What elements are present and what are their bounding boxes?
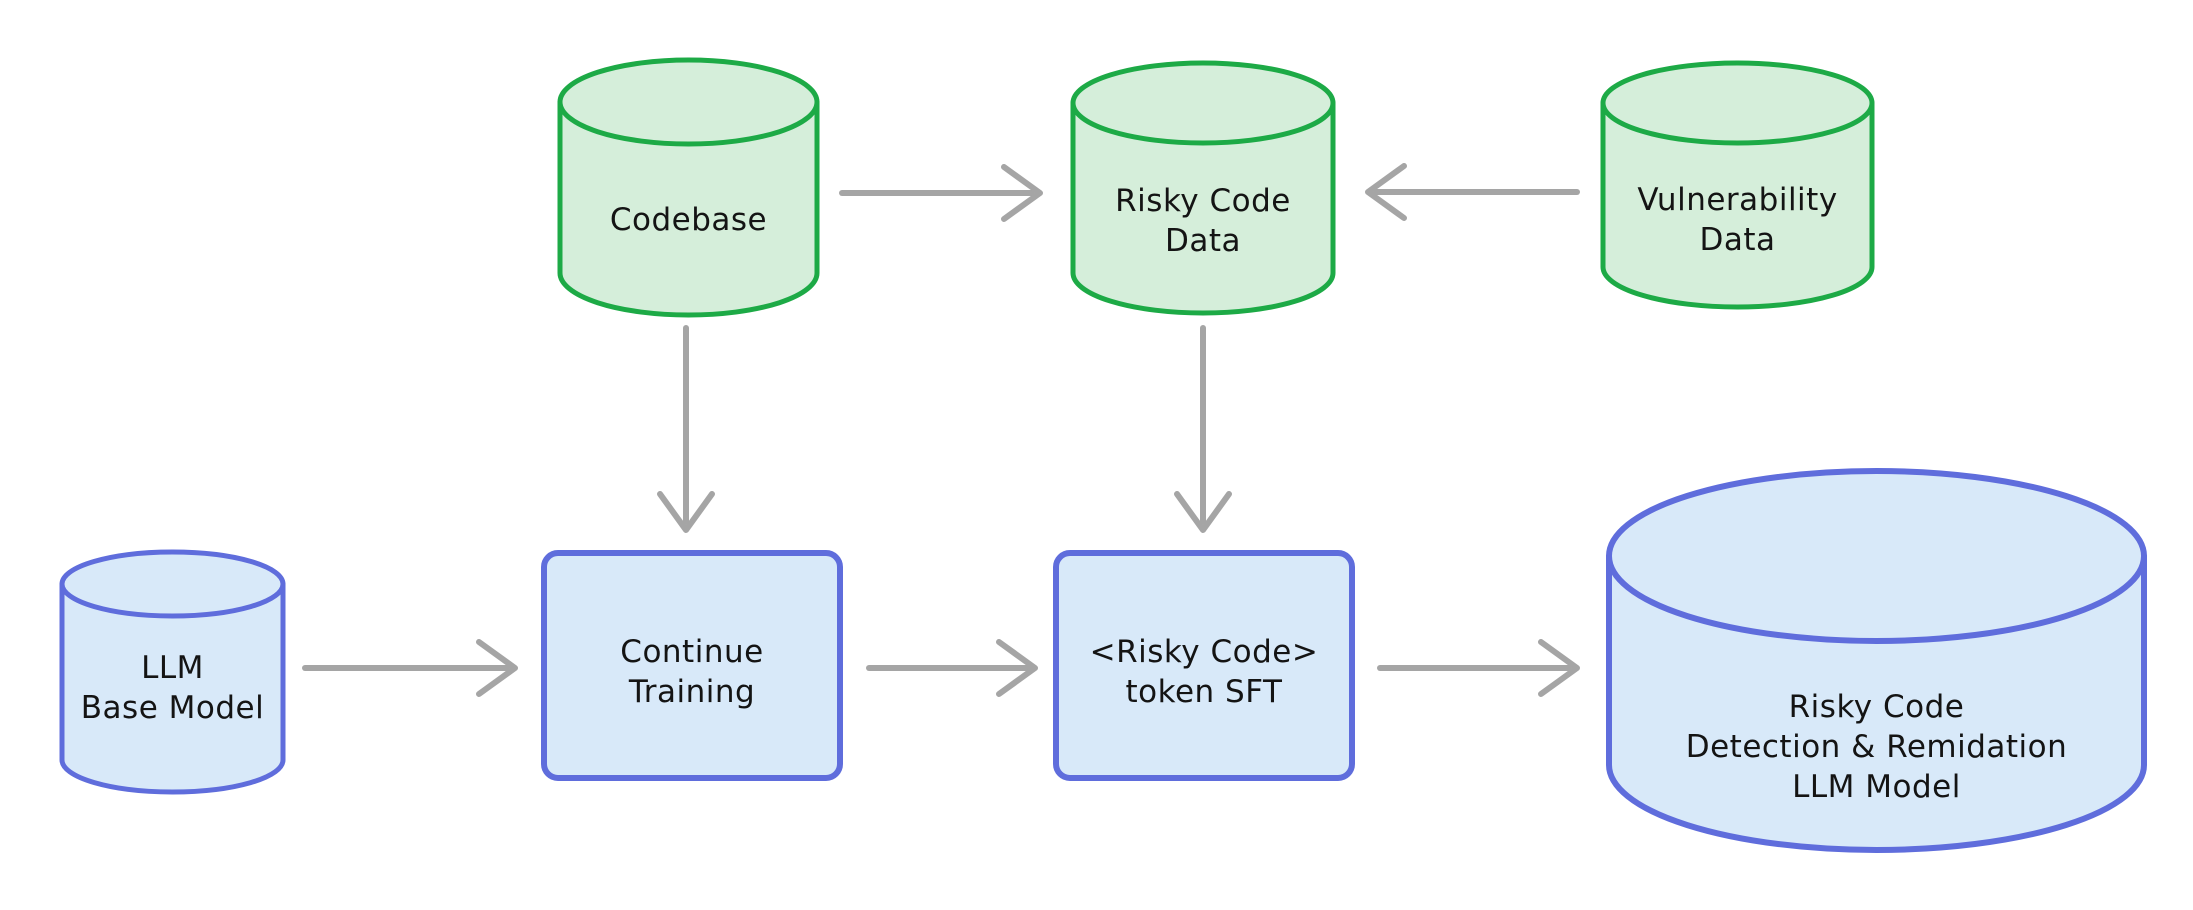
llm-base-model-cylinder (59, 549, 286, 795)
risky-code-data-cylinder-top (1070, 60, 1336, 146)
continue-training-box (541, 550, 843, 781)
arrow-codebase-to-continue-training (657, 325, 715, 533)
final-model-cylinder (1606, 468, 2147, 853)
vulnerability-data-cylinder-body (1600, 100, 1875, 310)
llm-base-model-cylinder-top (59, 549, 286, 619)
arrow-codebase-to-risky-code-data (839, 164, 1043, 222)
final-model-cylinder-top (1606, 468, 2147, 644)
risky-code-data-cylinder (1070, 60, 1336, 316)
vulnerability-data-cylinder-top (1600, 60, 1875, 146)
arrow-llm-base-model-to-continue-training (302, 639, 518, 697)
vulnerability-data-cylinder (1600, 60, 1875, 310)
codebase-cylinder (557, 57, 820, 318)
arrow-risky-code-data-to-token-sft (1174, 325, 1232, 533)
arrow-vulnerability-data-to-risky-code-data (1365, 163, 1580, 221)
codebase-cylinder-top (557, 57, 820, 147)
risky-token-sft-box (1053, 550, 1355, 781)
risky-code-data-cylinder-body (1070, 100, 1336, 316)
arrow-continue-training-to-token-sft (866, 639, 1038, 697)
llm-base-model-cylinder-body (59, 581, 286, 795)
arrow-token-sft-to-final-model (1377, 639, 1580, 697)
codebase-cylinder-body (557, 99, 820, 318)
